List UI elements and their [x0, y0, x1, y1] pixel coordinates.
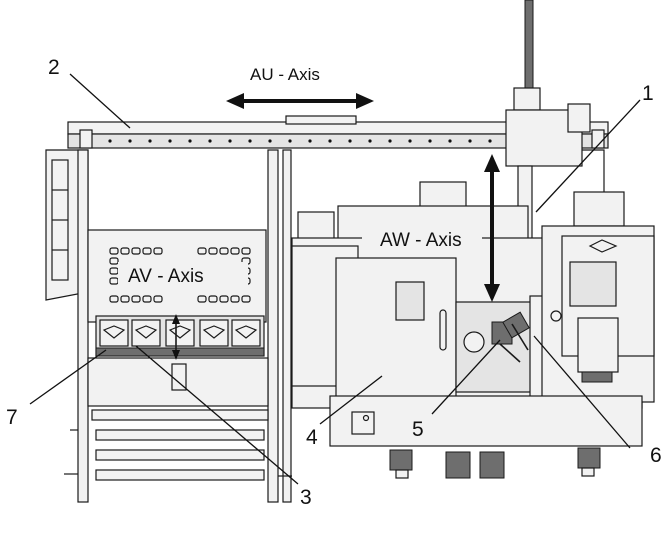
callout-5: 5 — [412, 418, 424, 441]
vertical-rack — [524, 0, 534, 97]
leader-5 — [431, 339, 501, 415]
control-base — [581, 371, 613, 383]
callout-2: 2 — [48, 56, 60, 79]
au-axis-arrow — [226, 93, 374, 109]
rail-bolts — [88, 139, 598, 143]
leader-4 — [319, 375, 383, 425]
av-axis-arrow — [172, 314, 180, 360]
storage-post-right-2 — [282, 149, 292, 503]
leader-2 — [69, 73, 131, 129]
carriage-top — [513, 87, 541, 111]
callout-1: 1 — [642, 82, 654, 105]
carriage-motor — [567, 103, 591, 133]
av-axis-label: AV - Axis — [128, 266, 204, 287]
leader-3 — [135, 345, 299, 485]
aw-axis-arrow — [484, 154, 500, 302]
leader-lines — [29, 73, 641, 485]
callout-3: 3 — [300, 486, 312, 509]
callout-4: 4 — [306, 426, 318, 449]
carriage-body — [505, 109, 583, 167]
storage-station — [45, 149, 292, 503]
callout-6: 6 — [650, 444, 662, 467]
aw-axis-label: AW - Axis — [380, 230, 462, 251]
av-axis-label-bg — [118, 262, 248, 288]
door-handle — [439, 309, 447, 351]
leader-6 — [533, 335, 631, 449]
machine-door — [335, 257, 457, 401]
storage-post-left — [77, 149, 89, 503]
machine-base — [329, 395, 643, 447]
control-screen — [569, 261, 617, 307]
au-axis-label: AU - Axis — [250, 65, 320, 84]
gantry-rail — [67, 115, 609, 149]
machine-top-box — [419, 181, 467, 211]
storage-shelves — [64, 409, 292, 481]
rail-bottom — [67, 133, 609, 149]
callout-7: 7 — [6, 406, 18, 429]
aw-axis-label-bg — [362, 226, 482, 250]
rail-end-left — [79, 129, 93, 149]
control-button — [550, 310, 562, 322]
machine-feet — [389, 447, 601, 479]
gripper-units — [99, 319, 261, 347]
door-window — [395, 281, 425, 321]
control-pendant — [577, 317, 619, 373]
control-light — [588, 239, 618, 253]
leader-1 — [535, 99, 641, 213]
storage-post-right — [267, 149, 279, 503]
chuck — [463, 331, 485, 353]
robot-gripper — [491, 311, 530, 363]
rail-cable-track — [285, 115, 357, 125]
machine-right-top — [573, 191, 625, 227]
tray-comb — [95, 347, 265, 357]
leader-7 — [29, 349, 107, 405]
base-access-panel — [351, 411, 375, 435]
